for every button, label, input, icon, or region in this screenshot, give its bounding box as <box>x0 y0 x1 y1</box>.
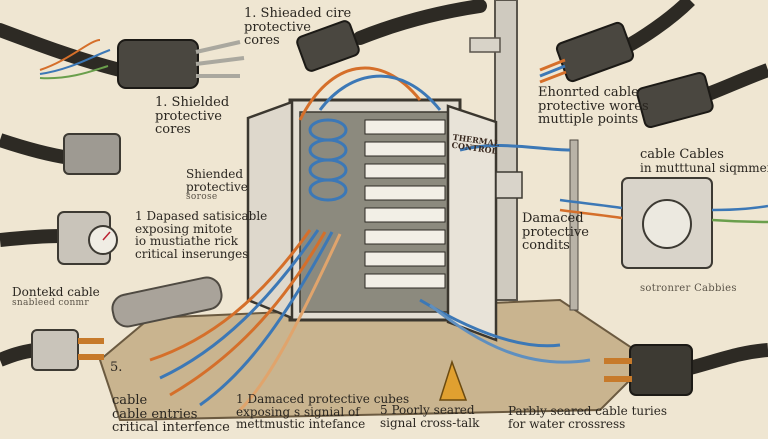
loose-wires-top-left <box>39 39 111 80</box>
junction-box <box>495 171 523 199</box>
plug-bottom-right <box>604 343 768 396</box>
left-door <box>246 100 294 320</box>
label-right-lower: sotronrer Cabbies <box>640 283 737 294</box>
bottom-left-pipe <box>111 276 223 328</box>
connector-top-left <box>0 23 245 89</box>
socket-with-gauge <box>0 211 118 265</box>
socket-right <box>559 177 768 269</box>
right-door <box>446 104 498 342</box>
connector-left-middle <box>0 133 121 175</box>
breaker-rows <box>364 119 446 289</box>
small-pole <box>569 139 579 311</box>
plug-bottom-left <box>0 329 104 371</box>
label-number-five: 5. <box>110 360 123 375</box>
blue-cable-coil <box>308 118 348 202</box>
connector-top-center <box>296 0 487 72</box>
connector-top-right <box>539 0 768 129</box>
warning-cone <box>438 359 468 401</box>
cable-bundles <box>149 66 591 412</box>
pipe <box>469 37 501 53</box>
